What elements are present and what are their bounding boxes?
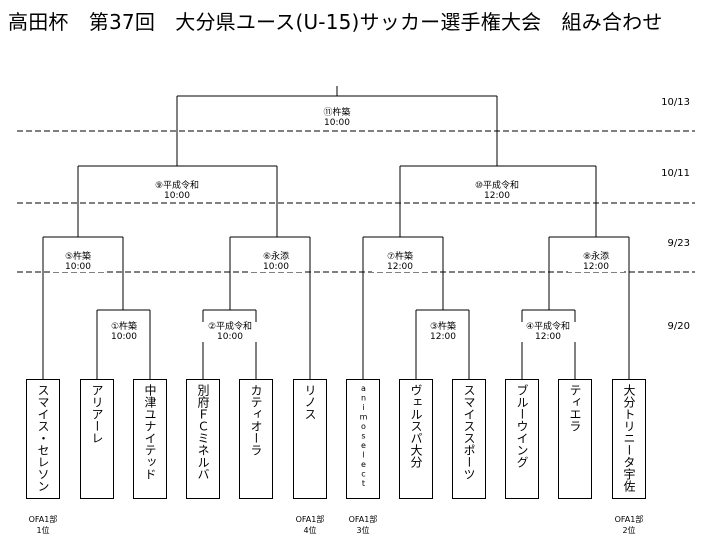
team-name: ブルーウイング: [515, 384, 529, 468]
team-box-9: スマイススポーツ: [452, 379, 486, 499]
match-7-label: ⑦杵築 12:00: [372, 252, 428, 272]
match-time: 12:00: [535, 332, 561, 342]
team-box-11: ティエラ: [558, 379, 592, 499]
match-time: 10:00: [217, 332, 243, 342]
team-name: スマイススポーツ: [462, 384, 476, 480]
team-box-3: 中津ユナイテッド: [133, 379, 167, 499]
seed-note-team1: OFA1部 1位: [28, 515, 58, 535]
match-6-label: ⑥永添 10:00: [248, 252, 304, 272]
match-venue: ⑥永添: [262, 252, 290, 262]
match-venue: ⑤杵築: [64, 252, 92, 262]
match-time: 12:00: [583, 262, 609, 272]
team-box-12: 大分トリニータ宇佐: [612, 379, 646, 499]
match-10-label: ⑩平成令和 12:00: [462, 181, 532, 201]
page-title: 高田杯 第37回 大分県ユース(U-15)サッカー選手権大会 組み合わせ: [8, 10, 663, 34]
match-8-label: ⑧永添 12:00: [568, 252, 624, 272]
match-venue: ⑧永添: [582, 252, 610, 262]
team-name: リノス: [303, 384, 317, 420]
team-name: スマイス・セレソン: [36, 384, 50, 492]
match-11-label: ⑪杵築 10:00: [302, 108, 372, 128]
date-first-round: 9/20: [667, 321, 690, 332]
team-box-4: 別府ＦＣミネルバ: [186, 379, 220, 499]
date-semifinal: 10/11: [661, 168, 690, 179]
match-5-label: ⑤杵築 10:00: [50, 252, 106, 272]
team-box-7: animoselect: [346, 379, 380, 499]
seed-note-team12: OFA1部 2位: [614, 515, 644, 535]
match-9-label: ⑨平成令和 10:00: [142, 181, 212, 201]
team-name: 中津ユナイテッド: [143, 384, 157, 480]
seed-note-team7: OFA1部 3位: [348, 515, 378, 535]
team-box-2: アリアーレ: [80, 379, 114, 499]
team-name: アリアーレ: [90, 384, 104, 444]
team-name: animoselect: [359, 384, 368, 489]
team-box-6: リノス: [293, 379, 327, 499]
match-4-label: ④平成令和 12:00: [520, 322, 576, 342]
match-venue: ⑩平成令和: [474, 181, 520, 191]
match-venue: ①杵築: [110, 322, 138, 332]
match-time: 12:00: [387, 262, 413, 272]
match-time: 10:00: [65, 262, 91, 272]
team-name: ヴェルスパ大分: [409, 384, 423, 468]
team-name: ティエラ: [568, 384, 582, 432]
team-name: カティオーラ: [249, 384, 263, 456]
seed-note-team6: OFA1部 4位: [295, 515, 325, 535]
team-name: 大分トリニータ宇佐: [622, 384, 636, 492]
match-venue: ④平成令和: [525, 322, 571, 332]
match-time: 12:00: [430, 332, 456, 342]
match-time: 10:00: [324, 118, 350, 128]
team-box-10: ブルーウイング: [505, 379, 539, 499]
team-name: 別府ＦＣミネルバ: [196, 384, 210, 480]
match-venue: ②平成令和: [207, 322, 253, 332]
match-venue: ⑨平成令和: [154, 181, 200, 191]
match-time: 12:00: [484, 191, 510, 201]
team-box-5: カティオーラ: [239, 379, 273, 499]
match-time: 10:00: [263, 262, 289, 272]
date-quarterfinal: 9/23: [667, 238, 690, 249]
match-2-label: ②平成令和 10:00: [202, 322, 258, 342]
match-1-label: ①杵築 10:00: [100, 322, 148, 342]
date-final: 10/13: [661, 97, 690, 108]
match-time: 10:00: [111, 332, 137, 342]
match-3-label: ③杵築 12:00: [419, 322, 467, 342]
team-box-1: スマイス・セレソン: [26, 379, 60, 499]
match-venue: ⑪杵築: [323, 108, 351, 118]
match-venue: ③杵築: [429, 322, 457, 332]
match-venue: ⑦杵築: [386, 252, 414, 262]
match-time: 10:00: [164, 191, 190, 201]
team-box-8: ヴェルスパ大分: [399, 379, 433, 499]
